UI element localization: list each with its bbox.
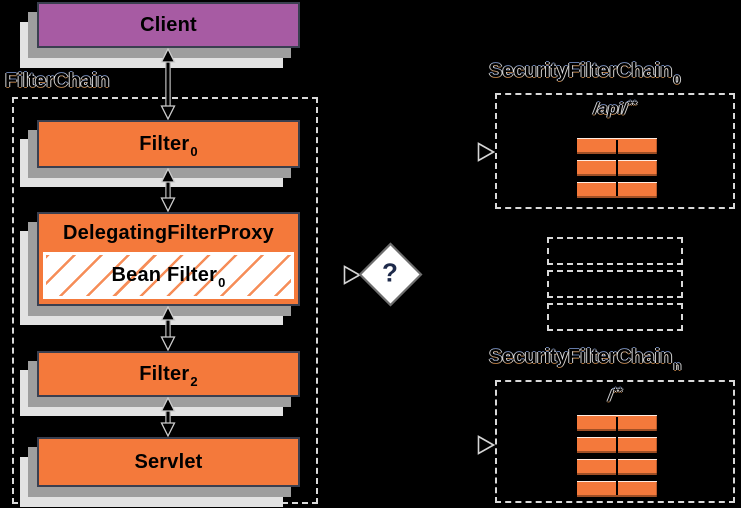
placeholder-chain-box xyxy=(547,237,683,265)
double-arrow-icon xyxy=(160,306,176,351)
filter2-box: Filter2 xyxy=(37,351,300,397)
delegating-filter-proxy-label: DelegatingFilterProxy xyxy=(63,221,274,244)
question-mark: ? xyxy=(382,257,398,288)
securityfilterchainN-label: SecurityFilterChainn xyxy=(489,346,682,373)
double-arrow-icon xyxy=(160,48,176,120)
client-box: Client xyxy=(37,2,300,48)
servlet-label: Servlet xyxy=(134,450,203,473)
securityfilterchain0-label: SecurityFilterChain0 xyxy=(489,60,681,87)
securityfilterchain0-box: /api/** xyxy=(495,93,735,209)
bean-filter-label: Bean Filter0 xyxy=(111,264,226,290)
servlet-box: Servlet xyxy=(37,437,300,487)
filter-bars-stack xyxy=(577,415,657,497)
more-securityfilterchains-placeholder xyxy=(547,237,683,331)
filter2-label: Filter2 xyxy=(139,362,198,389)
securityfilterchainN-box: /** xyxy=(495,380,735,503)
double-arrow-icon xyxy=(160,168,176,212)
filterchain-label: FilterChain xyxy=(5,70,110,92)
client-label: Client xyxy=(140,13,197,36)
bars-connector-line xyxy=(616,140,618,196)
open-arrowhead-icon xyxy=(477,435,495,455)
bean-filter-box: Bean Filter0 xyxy=(43,252,294,299)
filter0-label: Filter0 xyxy=(139,132,198,159)
decision-diamond: ? xyxy=(358,242,422,306)
open-arrowhead-icon xyxy=(477,142,495,162)
placeholder-chain-box xyxy=(547,270,683,298)
placeholder-chain-box xyxy=(547,303,683,331)
filter0-box: Filter0 xyxy=(37,120,300,168)
url-pattern-root: /** xyxy=(607,385,623,405)
bars-connector-line xyxy=(616,417,618,495)
filter-bars-stack xyxy=(577,138,657,198)
delegating-filter-proxy-box: DelegatingFilterProxy Bean Filter0 xyxy=(37,212,300,306)
double-arrow-icon xyxy=(160,397,176,437)
url-pattern-api: /api/** xyxy=(593,98,637,118)
open-arrowhead-icon xyxy=(343,265,361,285)
